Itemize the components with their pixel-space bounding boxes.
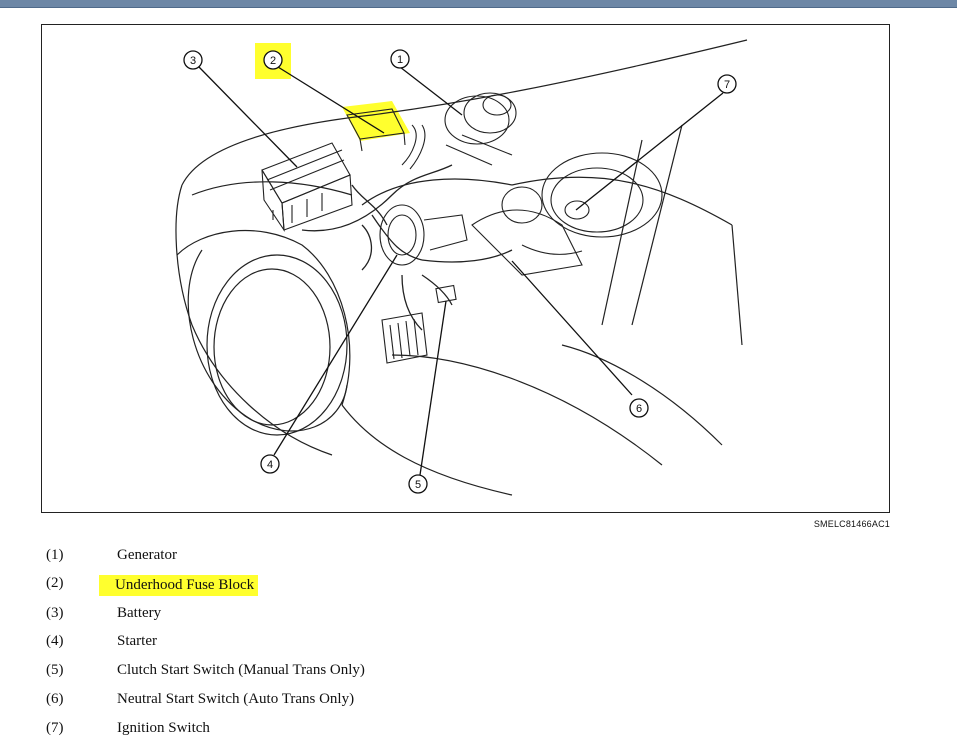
callout-2: 2 (263, 50, 283, 70)
generator-shape (444, 92, 517, 166)
callout-6: 6 (629, 398, 649, 418)
legend-label: Battery (117, 605, 162, 621)
legend-number: (4) (46, 633, 64, 649)
figure-code: SMELC81466AC1 (813, 519, 890, 529)
callout-1: 1 (390, 49, 410, 69)
vehicle-component-diagram: 1 2 3 4 5 6 7 (175, 39, 748, 496)
diagram-frame: 1 2 3 4 5 6 7 (41, 24, 890, 513)
legend-number: (3) (46, 605, 64, 621)
callout-4: 4 (260, 454, 280, 474)
fuse-block-shape (346, 108, 426, 170)
legend-number: (7) (46, 720, 64, 736)
legend-number: (2) (46, 575, 64, 591)
callout-leader-lines (198, 66, 724, 476)
callout-7: 7 (717, 74, 737, 94)
legend-number: (1) (46, 547, 64, 563)
legend-number: (5) (46, 662, 64, 678)
legend-label: Neutral Start Switch (Auto Trans Only) (117, 691, 355, 707)
legend-label-highlighted: Underhood Fuse Block (99, 575, 259, 596)
front-wheel (206, 254, 348, 436)
dashboard-and-steering (471, 152, 663, 276)
connector-box-shape (381, 284, 457, 364)
wiring-harness (301, 164, 513, 331)
window-top-bar (0, 0, 957, 8)
svg-text:5: 5 (415, 479, 421, 491)
svg-text:7: 7 (724, 79, 730, 91)
legend-label: Clutch Start Switch (Manual Trans Only) (117, 662, 365, 678)
callout-5: 5 (408, 474, 428, 494)
svg-text:4: 4 (267, 459, 273, 471)
svg-text:6: 6 (636, 403, 642, 415)
legend-label: Generator (117, 547, 177, 563)
svg-text:3: 3 (190, 55, 196, 67)
svg-text:2: 2 (270, 55, 276, 67)
legend-label: Starter (117, 633, 157, 649)
battery-shape (261, 142, 353, 233)
callout-3: 3 (183, 50, 203, 70)
svg-text:1: 1 (397, 54, 403, 66)
legend-label: Ignition Switch (117, 720, 210, 736)
car-body-outline (175, 39, 748, 496)
starter-shape (379, 204, 468, 266)
legend-number: (6) (46, 691, 64, 707)
